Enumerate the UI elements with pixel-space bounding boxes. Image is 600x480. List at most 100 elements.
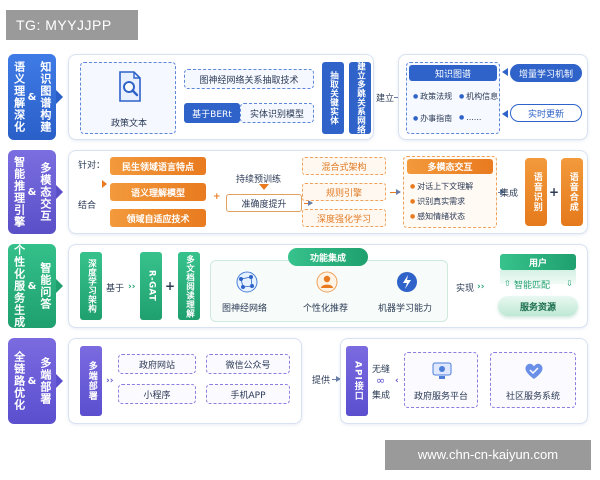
relation-tech-label: 图神经网络关系抽取技术: [199, 75, 299, 86]
gov-platform-icon: [431, 361, 453, 384]
api-label: API接口: [352, 361, 363, 401]
entity-model-box: 实体识别模型: [240, 103, 314, 123]
provide-label: 提供: [312, 376, 331, 386]
combine-label: 结合: [78, 201, 97, 211]
kg-box: 知识图谱 政策法规 机构信息 办事指南 ......: [406, 62, 500, 134]
rgat-label: R-GAT: [146, 270, 157, 302]
machine-learning-icon: [394, 270, 420, 298]
accuracy-box: 准确度提升: [226, 194, 302, 212]
user-badge: 用户: [500, 254, 576, 270]
seamless-label-2: 集成: [372, 391, 391, 401]
mm-item-3: 感知情绪状态: [410, 211, 465, 222]
platform-gov-box: 政府服务平台: [404, 352, 478, 408]
kg-title: 知识图谱: [409, 65, 497, 81]
deploy-arrow-icon: ››: [106, 376, 114, 386]
row4-tab-right: 全链路优化: [12, 351, 26, 411]
realtime-badge: 实时更新: [510, 104, 582, 122]
platform-community-box: 社区服务系统: [490, 352, 576, 408]
multimodal-box: 多模态交互 对话上下文理解 识别真实需求 感知情绪状态: [403, 156, 497, 228]
user-glow: [500, 270, 576, 284]
multi-deploy-button: 多端部署: [80, 346, 102, 416]
based-on-arrow-icon: ››: [128, 282, 136, 292]
build-label: 建立: [376, 94, 395, 104]
row3-tab: 智能问答 & 个性化服务生成: [8, 244, 63, 328]
service-resource-badge: 服务资源: [498, 296, 578, 316]
deep-arch-label: 深度学习架构: [86, 259, 97, 313]
multi-doc-label: 多文档阅读理解: [184, 254, 195, 318]
mm-item-2: 识别真实需求: [410, 196, 465, 207]
graph-network-icon: [234, 270, 260, 298]
bert-button: 基于BERt: [184, 103, 240, 123]
integrate-label: 集成: [500, 189, 519, 199]
seamless-label-1: 无缝: [372, 365, 391, 375]
row2-tab-left: 多模态交互: [38, 162, 52, 222]
row3-tab-left: 智能问答: [38, 262, 52, 310]
match-down-arrow-icon: ⇩: [566, 279, 573, 288]
speech-recognition-label: 语音识别: [531, 172, 542, 212]
channel-mini-program: 小程序: [118, 384, 196, 404]
realtime-arrow-icon: [502, 110, 508, 118]
channel-wechat: 微信公众号: [206, 354, 290, 374]
integrate-arrow-1: [498, 189, 505, 195]
watermark-bottom: www.chn-cn-kaiyun.com: [385, 440, 591, 470]
pill-semantic-model: 语义理解模型: [110, 183, 206, 201]
seamless-arrow-icon: ‹: [395, 376, 399, 386]
relation-tech-box: 图神经网络关系抽取技术: [184, 69, 314, 89]
row3-plus: +: [165, 279, 176, 293]
deep-arch-button: 深度学习架构: [80, 252, 102, 320]
rule-engine: 规则引擎: [302, 183, 386, 201]
row1-tab-amp: &: [27, 91, 37, 103]
kg-item-4: ......: [459, 113, 481, 122]
func-item-2-label: 个性化推荐: [303, 304, 349, 314]
provide-arrow: [332, 376, 341, 382]
row4-left-panel: [68, 338, 302, 424]
pill-language-feature: 民生领域语言特点: [110, 157, 206, 175]
extract-entity-button: 抽取关键实体: [322, 62, 344, 134]
pill-domain-adaptive: 领域自适应技术: [110, 209, 206, 227]
realize-arrow-icon: ››: [477, 282, 485, 292]
target-label: 针对：: [78, 161, 106, 171]
incremental-arrow-icon: [502, 68, 508, 76]
document-search-icon: [117, 71, 143, 107]
row3-tab-amp: &: [27, 280, 37, 292]
smart-match-label: 智能匹配: [514, 281, 551, 291]
hybrid-architecture: 混合式架构: [302, 157, 386, 175]
row2-plus: +: [213, 192, 221, 202]
multi-doc-button: 多文档阅读理解: [178, 252, 200, 320]
row1-tab-right: 语义理解深化: [12, 61, 26, 133]
speech-synthesis-button: 语音合成: [561, 158, 583, 226]
match-up-arrow-icon: ⇧: [504, 279, 511, 288]
platform-community-label: 社区服务系统: [505, 392, 560, 402]
realize-label: 实现: [456, 284, 475, 294]
infinity-label: ∞: [376, 374, 386, 387]
rgat-button: R-GAT: [140, 252, 162, 320]
mm-item-1: 对话上下文理解: [410, 181, 473, 192]
entity-model-label: 实体识别模型: [249, 109, 304, 120]
api-button: API接口: [346, 346, 368, 416]
deep-rl: 深度强化学习: [302, 209, 386, 227]
row2-tab: 多模态交互 & 智能推理引擎: [8, 150, 63, 234]
function-title: 功能集成: [288, 248, 368, 266]
doc-label: 政策文本: [110, 119, 147, 129]
combine-arrow-icon: [102, 180, 107, 188]
row1-tab-left: 知识图谱构建: [38, 61, 52, 133]
incremental-button: 增量学习机制: [510, 64, 582, 82]
row3-tab-right: 个性化服务生成: [12, 244, 26, 328]
kg-item-1: 政策法规: [413, 91, 452, 102]
channel-mobile-app: 手机APP: [206, 384, 290, 404]
func-item-1-label: 图神经网络: [222, 304, 268, 314]
speech-recognition-button: 语音识别: [525, 158, 547, 226]
kg-item-3: 办事指南: [413, 113, 452, 124]
watermark-top: TG: MYYJJPP: [6, 10, 138, 40]
build-relation-label: 建立多跳关系网络: [355, 62, 366, 134]
row1-tab: 知识图谱构建 & 语义理解深化: [8, 54, 63, 140]
kg-item-2: 机构信息: [459, 91, 498, 102]
multi-deploy-label: 多端部署: [86, 361, 97, 401]
platform-gov-label: 政府服务平台: [413, 392, 468, 402]
row2-tab-amp: &: [27, 186, 37, 198]
hybrid-arrow: [390, 189, 401, 195]
func-item-3-label: 机器学习能力: [378, 304, 433, 314]
channel-gov-website: 政府网站: [118, 354, 196, 374]
accuracy-arrow: [304, 200, 313, 206]
